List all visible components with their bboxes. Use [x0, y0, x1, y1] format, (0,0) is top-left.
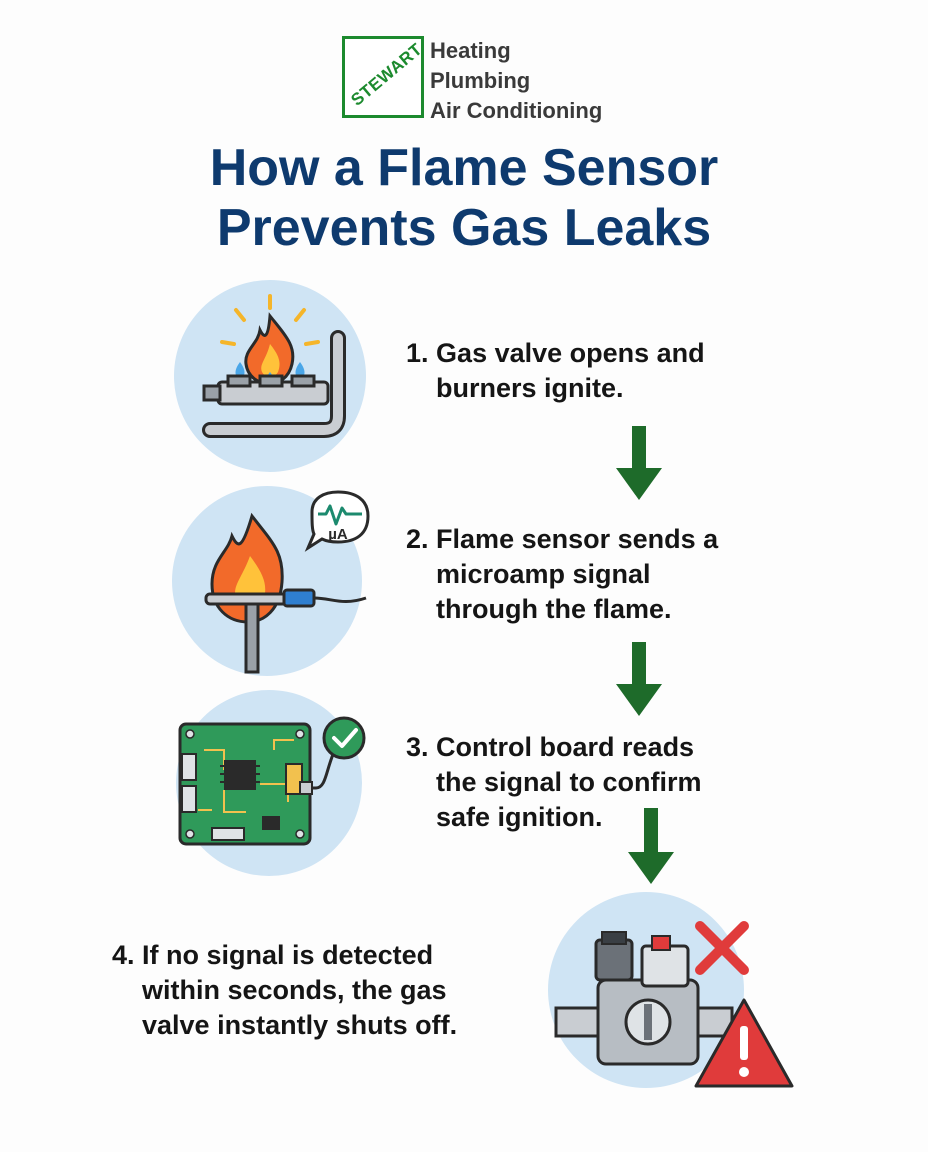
step-1-line-1: Gas valve opens and — [436, 338, 705, 368]
service-air-conditioning: Air Conditioning — [430, 98, 603, 123]
logo-services: Heating Plumbing Air Conditioning — [430, 36, 602, 126]
step-2-line-1: Flame sensor sends a — [436, 524, 719, 554]
step-4-line-2: within seconds, the gas — [142, 975, 447, 1005]
title-line-2: Prevents Gas Leaks — [216, 199, 712, 257]
step-3-line-2: the signal to confirm — [436, 767, 702, 797]
step-2-text: 2. Flame sensor sends a microamp signal … — [406, 522, 806, 627]
step-1-text: 1. Gas valve opens and burners ignite. — [406, 336, 786, 406]
step-3-line-3: safe ignition. — [436, 802, 603, 832]
service-plumbing: Plumbing — [430, 68, 531, 93]
step-2-number: 2. — [406, 524, 429, 554]
step-4-text: 4. If no signal is detected within secon… — [112, 938, 552, 1043]
logo-badge: STEWART — [342, 36, 426, 118]
step-4-line-1: If no signal is detected — [142, 940, 434, 970]
logo-wordmark: STEWART — [347, 39, 426, 110]
step-3-number: 3. — [406, 732, 429, 762]
gas-valve-shutoff-icon — [554, 921, 794, 1088]
step-1-number: 1. — [406, 338, 429, 368]
page-title: How a Flame Sensor Prevents Gas Leaks — [0, 138, 928, 258]
arrow-down-icon — [628, 808, 674, 884]
service-heating: Heating — [430, 38, 511, 63]
arrow-down-icon — [616, 426, 662, 500]
step-4-line-3: valve instantly shuts off. — [142, 1010, 458, 1040]
step-3-line-1: Control board reads — [436, 732, 695, 762]
step-2-line-2: microamp signal — [436, 559, 651, 589]
step-2-line-3: through the flame. — [436, 594, 672, 624]
arrow-down-icon — [616, 642, 662, 716]
title-line-1: How a Flame Sensor — [209, 139, 719, 197]
burner-flame-icon — [202, 294, 346, 438]
step-4-number: 4. — [112, 940, 135, 970]
step-1-line-2: burners ignite. — [436, 373, 624, 403]
control-board-icon — [178, 716, 366, 846]
microamp-label: µA — [328, 526, 348, 543]
flame-sensor-icon — [204, 490, 370, 674]
step-3-text: 3. Control board reads the signal to con… — [406, 730, 806, 835]
company-logo: STEWART Heating Plumbing Air Conditionin… — [342, 36, 642, 126]
